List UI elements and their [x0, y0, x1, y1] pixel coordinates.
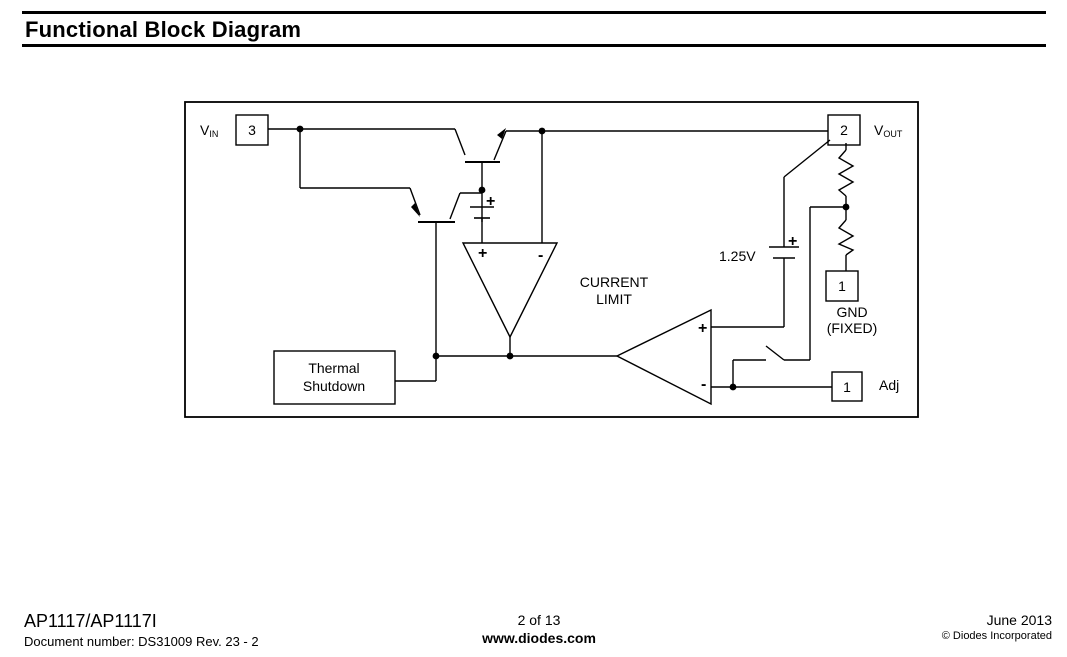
error-amp-plus-sign: + [698, 320, 707, 337]
thermal-shutdown-block [273, 350, 396, 405]
section-title: Functional Block Diagram [25, 17, 302, 42]
pin-box-adj [831, 371, 863, 402]
footer-page-number: 2 of 13 [517, 612, 561, 628]
pin-number-vout: 2 [840, 122, 848, 138]
error-amp-minus-sign: - [701, 376, 706, 393]
header-rule-top [22, 11, 1046, 14]
reference-voltage-label: 1.25V [719, 248, 756, 264]
pin-box-vin [235, 114, 269, 146]
driver-transistor [418, 192, 482, 381]
junction-dots [296, 125, 850, 391]
footer-doc-number: Document number: DS31009 Rev. 23 - 2 [24, 634, 259, 649]
pin-box-vout [827, 114, 861, 146]
footer-part-number: AP1117/AP1117I [24, 611, 157, 631]
header-rule-bottom [22, 44, 1046, 47]
pass-transistor [465, 130, 828, 222]
current-amp-plus-sign: + [478, 245, 487, 262]
current-limit-label-line2: LIMIT [596, 291, 632, 307]
error-amplifier [615, 308, 712, 406]
thermal-label-line1: Thermal [308, 360, 359, 376]
current-limit-label-line1: CURRENT [580, 274, 649, 290]
gnd-label: GND [836, 304, 867, 320]
battery-plus-sign: + [486, 193, 495, 210]
current-amp-minus-sign: - [538, 247, 543, 264]
thermal-label-line2: Shutdown [303, 378, 365, 394]
footer-website-link[interactable]: www.diodes.com [482, 630, 596, 646]
current-limit-amplifier [461, 242, 559, 339]
pin-number-adj: 1 [843, 379, 851, 395]
pin-number-gnd: 1 [838, 278, 846, 294]
pin-number-vin: 3 [248, 122, 256, 138]
footer-date: June 2013 [986, 612, 1052, 628]
diagram-frame [184, 101, 919, 418]
gnd-fixed-label: (FIXED) [827, 320, 878, 336]
adj-label: Adj [879, 377, 899, 393]
reference-plus-sign: + [788, 233, 797, 250]
vout-label: VOUT [874, 122, 903, 139]
vin-label: VIN [200, 122, 218, 139]
footer-copyright: © Diodes Incorporated [941, 630, 1052, 642]
pin-box-gnd [825, 270, 859, 302]
